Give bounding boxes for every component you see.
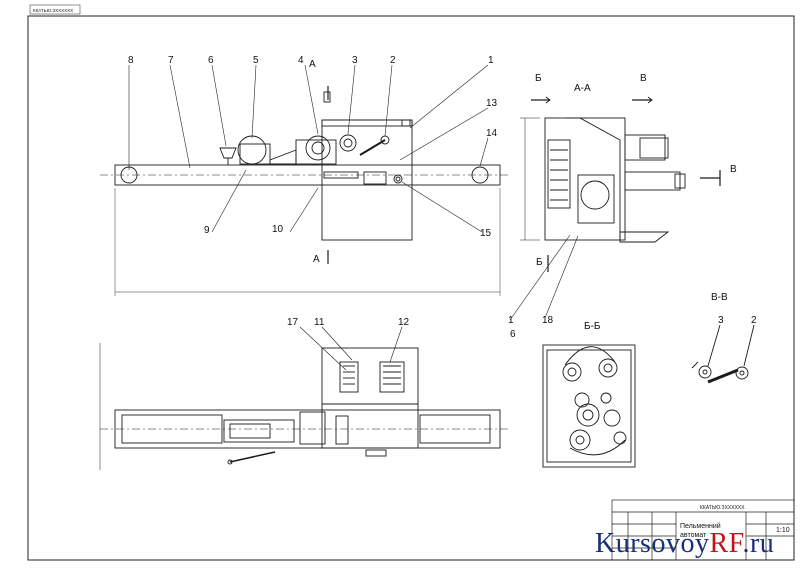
section-b-right-label: В <box>640 73 647 84</box>
watermark-logo: KursovoyRF.ru <box>595 528 775 559</box>
section-mark-a-bottom: А <box>313 254 320 265</box>
section-vv-view <box>691 324 755 384</box>
title-block <box>611 499 795 561</box>
top-left-stamp-text: ККАТЬЮ.ЗХХХХХХ <box>33 8 73 13</box>
section-aa-leaders <box>509 234 579 321</box>
title-block-name-line1: Пельменний <box>680 522 721 530</box>
callout-9: 9 <box>204 225 210 236</box>
callout-2: 2 <box>390 55 396 66</box>
callout-7: 7 <box>168 55 174 66</box>
callout-section-1: 1 <box>508 315 514 326</box>
callout-15: 15 <box>480 228 492 239</box>
callout-6: 6 <box>208 55 214 66</box>
callout-plan-12: 12 <box>398 317 410 328</box>
callout-5: 5 <box>253 55 259 66</box>
callout-8: 8 <box>128 55 134 66</box>
main-leaders <box>128 64 489 233</box>
section-mark-a-top: А <box>309 59 316 70</box>
callout-vv-3: 3 <box>718 315 724 326</box>
section-aa-title: А-А <box>574 83 591 94</box>
section-b-left-label: Б <box>535 73 542 84</box>
callout-14: 14 <box>486 128 498 139</box>
top-left-stamp <box>29 4 81 15</box>
section-vv-title: В-В <box>711 292 728 303</box>
callout-10: 10 <box>272 224 284 235</box>
main-elevation-view <box>100 91 510 241</box>
outer-frame <box>27 15 795 561</box>
title-block-doc-code: ККАТЬЮ.ЗХХХХХХ <box>700 505 745 511</box>
callout-vv-2: 2 <box>751 315 757 326</box>
section-aa-view <box>520 96 721 272</box>
title-block-scale: 1:10 <box>776 527 790 534</box>
callout-3: 3 <box>352 55 358 66</box>
section-b-bottom-label: Б <box>536 257 543 268</box>
callout-section-18: 18 <box>542 315 554 326</box>
plan-view <box>99 343 510 470</box>
callout-4: 4 <box>298 55 304 66</box>
title-block-name-line2: автомат <box>680 532 707 539</box>
callout-1: 1 <box>488 55 494 66</box>
section-bb-view <box>542 344 636 468</box>
plan-leaders <box>299 326 403 371</box>
callout-plan-11: 11 <box>314 317 325 328</box>
section-bb-title: Б-Б <box>584 321 601 332</box>
callout-13: 13 <box>486 98 498 109</box>
main-dimension <box>114 188 501 296</box>
section-v-side-label: В <box>730 164 737 175</box>
callout-plan-17: 17 <box>287 317 299 328</box>
callout-section-6: 6 <box>510 329 516 340</box>
